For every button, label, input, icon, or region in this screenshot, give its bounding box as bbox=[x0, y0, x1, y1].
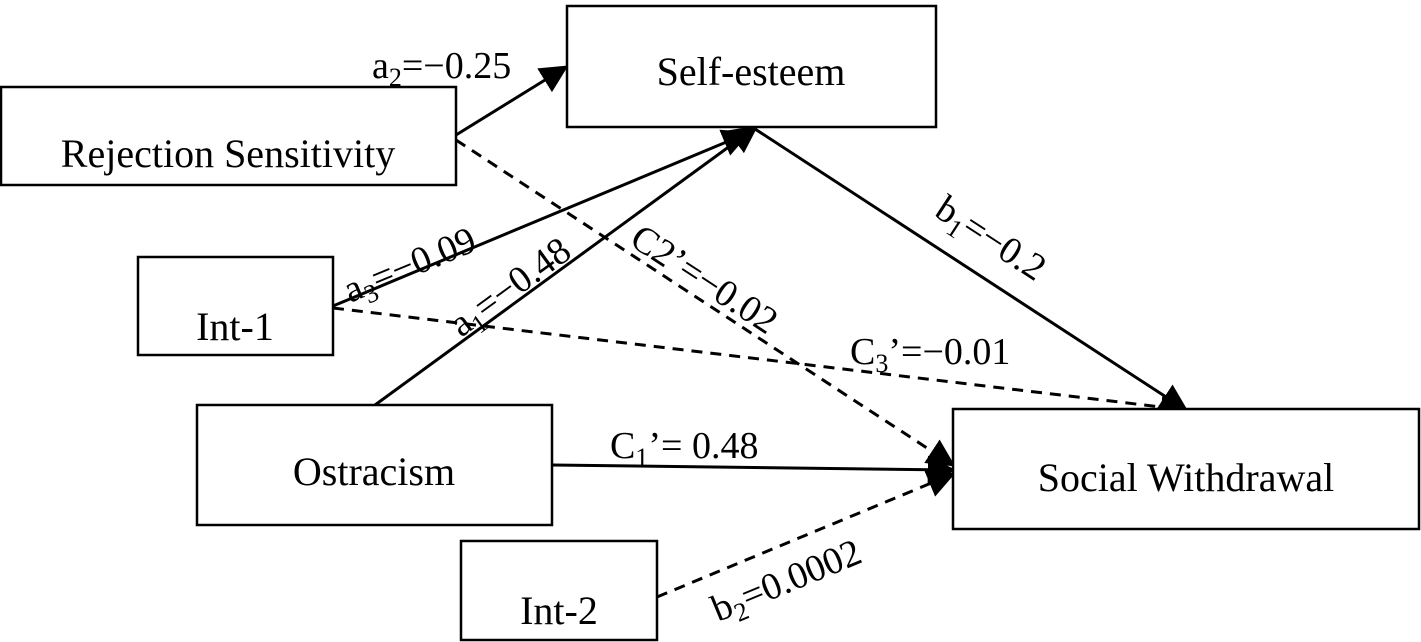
node-int-1: Int-1 bbox=[136, 255, 335, 357]
node-int-2: Int-2 bbox=[459, 539, 659, 642]
edge-a1 bbox=[374, 125, 759, 407]
label-c3: C3’=−0.01 bbox=[850, 331, 1010, 378]
label-b1: b1=−0.2 bbox=[925, 187, 1053, 293]
edge-c3 bbox=[332, 306, 1189, 421]
nodes: Self-esteem Rejection Sensitivity Int-1 … bbox=[0, 4, 1421, 642]
node-ostracism-label: Ostracism bbox=[293, 449, 455, 494]
label-c1: C1’= 0.48 bbox=[610, 425, 758, 472]
label-a3: a3=−0.09 bbox=[337, 219, 484, 316]
node-int-2-label: Int-2 bbox=[520, 588, 598, 633]
label-c2: C2’=−0.02 bbox=[623, 216, 785, 342]
edges bbox=[332, 65, 1189, 599]
node-self-esteem-label: Self-esteem bbox=[657, 49, 846, 94]
node-social-withdrawal: Social Withdrawal bbox=[951, 407, 1421, 531]
edge-b1 bbox=[751, 125, 1189, 412]
edge-c2 bbox=[455, 138, 956, 467]
edge-a3 bbox=[332, 129, 751, 308]
node-rejection-sensitivity-label: Rejection Sensitivity bbox=[61, 131, 395, 176]
node-social-withdrawal-label: Social Withdrawal bbox=[1038, 455, 1334, 500]
label-a2: a2=−0.25 bbox=[372, 45, 511, 92]
edge-c1 bbox=[551, 455, 956, 484]
node-ostracism: Ostracism bbox=[195, 403, 554, 527]
edge-a2 bbox=[455, 65, 569, 137]
label-b2: b2=0.0002 bbox=[705, 531, 869, 635]
node-rejection-sensitivity: Rejection Sensitivity bbox=[0, 85, 458, 187]
node-int-1-label: Int-1 bbox=[196, 304, 274, 349]
edge-b2 bbox=[656, 470, 956, 599]
node-self-esteem: Self-esteem bbox=[565, 4, 938, 129]
